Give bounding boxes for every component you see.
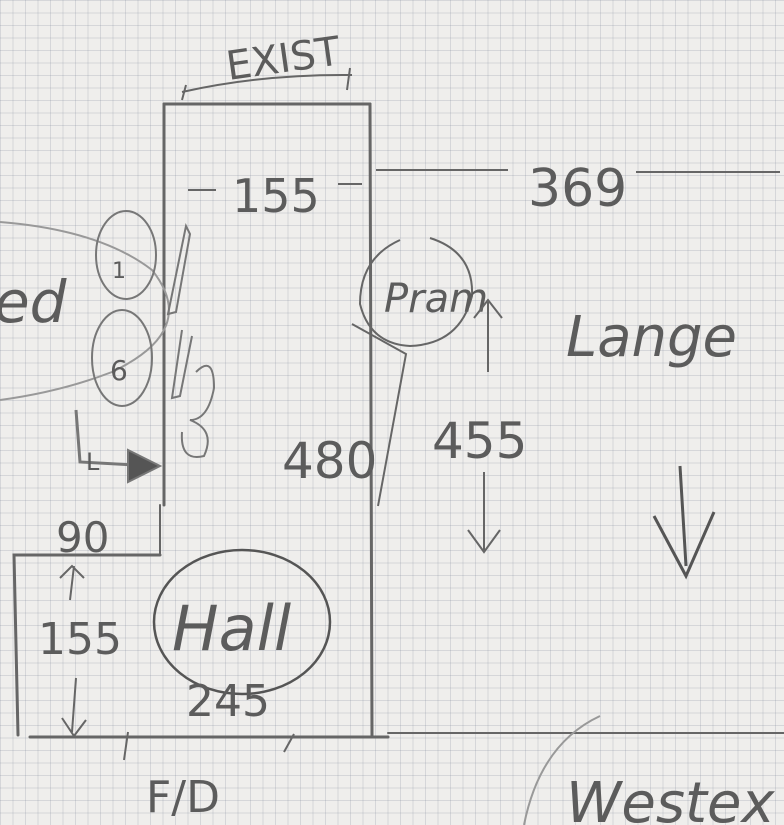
overall-length-line [376,169,780,173]
hallway-walls [12,102,784,739]
left-room-label: ed [0,268,68,336]
right-room-label: Lange [566,305,737,370]
exist-label: EXIST [223,28,343,90]
right-height-arrow-down [467,472,501,554]
circle-label-1: 1 [112,259,126,284]
right-room-arrow [652,465,716,580]
front-door-ticks [123,731,295,761]
circle-symbol-1 [95,210,157,300]
exist-tick-left [181,84,187,101]
door-swing-1 [166,222,192,316]
landing-wall [12,553,162,737]
landing-height-label: 155 [38,614,122,665]
left-wall-symbols [74,210,216,484]
circle-symbol-2 [91,309,153,407]
pram-label: Pram [384,276,488,322]
lb-mark-label: L [86,448,100,476]
pram-door-swing [351,323,408,507]
right-height-label: 455 [432,412,527,470]
hall-width-label: 245 [186,676,270,727]
squiggle-symbol [180,364,216,458]
front-door-label: F/D [146,772,220,823]
landing-arrow-up [59,564,85,601]
hall-length-label: 480 [282,432,377,490]
pram-circle [358,237,474,348]
landing-width-label: 90 [56,513,109,562]
lb-arrow-head [127,448,163,484]
hall-oval [152,548,332,696]
circle-label-2: 6 [110,354,128,387]
hall-label: Hall [172,592,291,665]
top-width-ticks [188,183,362,191]
right-wall [368,102,374,739]
door-swing-2 [170,329,193,400]
right-height-arrow-up [473,298,503,372]
left-room-ellipse [0,221,170,401]
top-width-label: 155 [232,169,320,223]
exist-dimension-line [181,73,353,93]
overall-length-label: 369 [528,159,627,219]
bottom-right-label: Westex [566,771,775,825]
landing-arrow-down [61,677,87,738]
bottom-right-arc [523,715,601,825]
exist-tick-right [346,67,351,91]
exist-dimension [181,67,353,101]
